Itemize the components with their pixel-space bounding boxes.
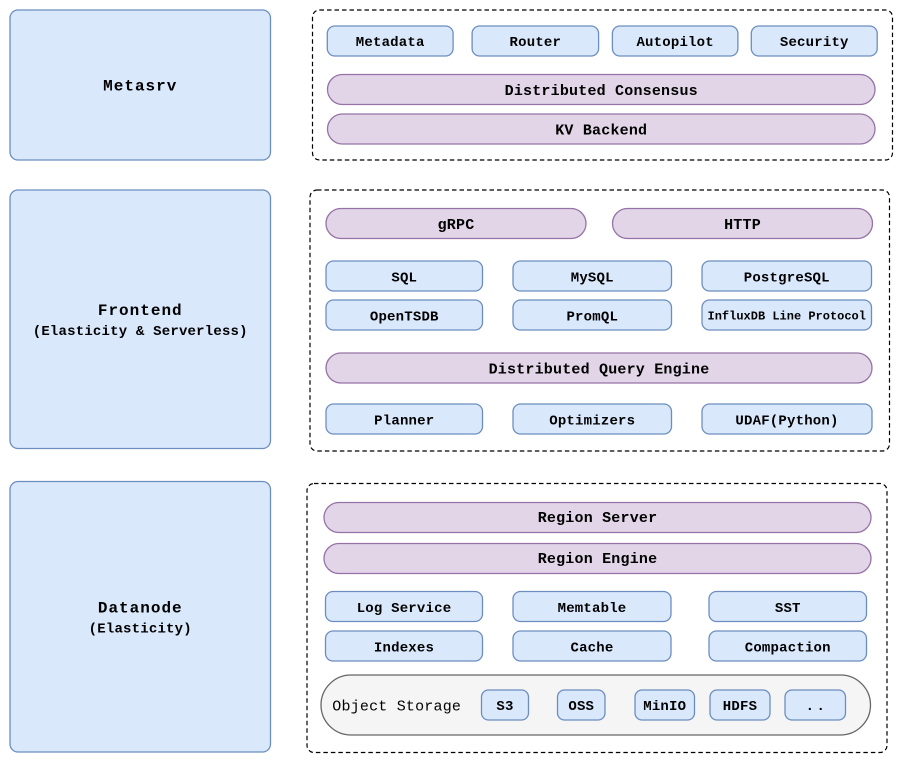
svg-text:HTTP: HTTP xyxy=(724,217,761,234)
svg-text:UDAF(Python): UDAF(Python) xyxy=(735,413,838,429)
svg-text:Router: Router xyxy=(510,35,562,51)
svg-text:S3: S3 xyxy=(496,699,513,715)
svg-text:Log Service: Log Service xyxy=(357,601,452,617)
svg-text:MySQL: MySQL xyxy=(571,270,614,286)
svg-text:KV Backend: KV Backend xyxy=(555,122,647,139)
svg-text:Region Engine: Region Engine xyxy=(538,551,658,568)
svg-text:(Elasticity): (Elasticity) xyxy=(89,621,192,637)
svg-text:Metasrv: Metasrv xyxy=(103,78,177,96)
svg-text:Memtable: Memtable xyxy=(558,601,627,617)
svg-text:Metadata: Metadata xyxy=(356,35,425,51)
svg-text:SST: SST xyxy=(775,601,801,617)
svg-text:..: .. xyxy=(806,699,828,715)
svg-text:gRPC: gRPC xyxy=(438,217,475,234)
svg-text:Autopilot: Autopilot xyxy=(636,35,713,51)
svg-text:PostgreSQL: PostgreSQL xyxy=(744,270,830,286)
svg-text:Cache: Cache xyxy=(570,640,613,656)
svg-text:OSS: OSS xyxy=(568,699,594,715)
svg-text:SQL: SQL xyxy=(391,270,417,286)
svg-text:Region Server: Region Server xyxy=(538,510,658,527)
svg-text:Distributed Consensus: Distributed Consensus xyxy=(505,83,698,100)
svg-text:Object Storage: Object Storage xyxy=(332,698,461,715)
svg-text:Indexes: Indexes xyxy=(374,640,434,656)
svg-text:OpenTSDB: OpenTSDB xyxy=(370,309,439,325)
svg-text:Datanode: Datanode xyxy=(98,600,183,618)
svg-text:Compaction: Compaction xyxy=(745,640,831,656)
svg-text:Optimizers: Optimizers xyxy=(549,413,635,429)
svg-text:Distributed Query Engine: Distributed Query Engine xyxy=(489,362,710,379)
svg-text:HDFS: HDFS xyxy=(723,699,757,715)
svg-text:MinIO: MinIO xyxy=(643,699,686,715)
svg-text:(Elasticity & Serverless): (Elasticity & Serverless) xyxy=(33,324,248,340)
svg-text:Frontend: Frontend xyxy=(98,302,183,320)
svg-text:Security: Security xyxy=(780,35,849,51)
svg-text:PromQL: PromQL xyxy=(566,309,618,325)
svg-text:Planner: Planner xyxy=(374,413,434,429)
svg-text:InfluxDB Line Protocol: InfluxDB Line Protocol xyxy=(708,310,866,324)
